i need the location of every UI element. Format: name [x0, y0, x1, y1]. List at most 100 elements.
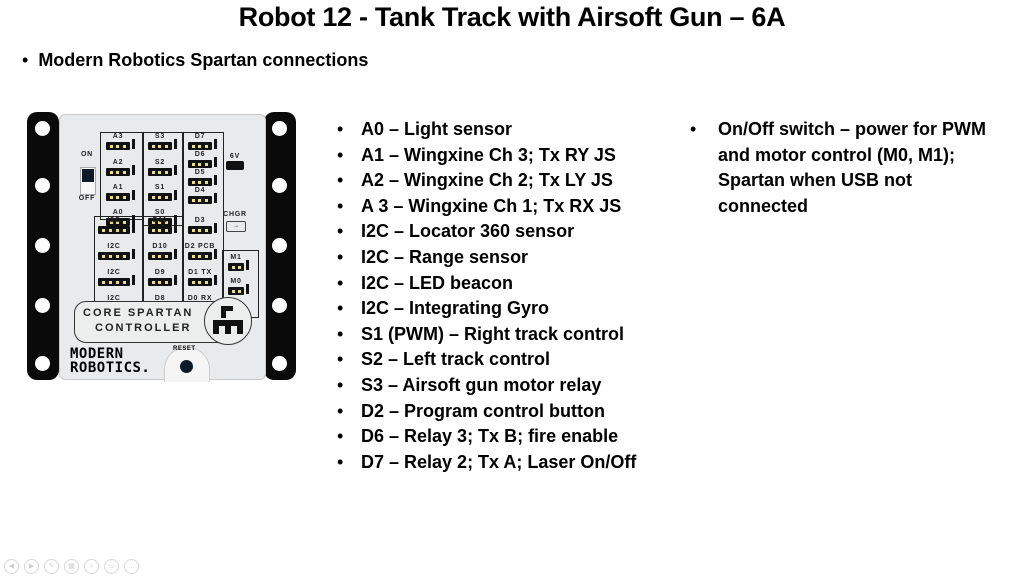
digital-low-port-label: D8: [154, 295, 166, 302]
bullet: •: [690, 119, 697, 139]
bullet: •: [337, 195, 344, 216]
i2c-port-label: I2C: [107, 295, 121, 302]
motor-port-label: M1: [230, 254, 242, 261]
bullet: •: [337, 400, 344, 421]
analog-port-header: [106, 139, 135, 150]
digital-port-label: D5: [194, 169, 206, 176]
connection-item-text: I2C – Locator 360 sensor: [361, 221, 575, 242]
analog-port-label: A0: [112, 209, 124, 216]
connection-item-text: D7 – Relay 2; Tx A; Laser On/Off: [361, 451, 637, 472]
pen-icon[interactable]: ✎: [44, 559, 59, 574]
analog-port-label: A1: [112, 184, 124, 191]
servo-port-label: S2: [154, 159, 166, 166]
subtitle-icon[interactable]: ▭: [104, 559, 119, 574]
connection-item-text: S3 – Airsoft gun motor relay: [361, 374, 602, 395]
servo-port-header: [148, 165, 177, 176]
analog-port-header: [106, 215, 135, 226]
connection-item: • D2 – Program control button: [337, 399, 636, 425]
servo-port-header: [148, 190, 177, 201]
analog-port-label: A3: [112, 133, 124, 140]
subtitle-text: Modern Robotics Spartan connections: [38, 50, 369, 70]
connection-item: • D7 – Relay 2; Tx A; Laser On/Off: [337, 450, 636, 476]
connection-item-text: S1 (PWM) – Right track control: [361, 323, 625, 344]
switch-on-label: ON: [80, 151, 94, 158]
digital-low-port-label: D11: [152, 217, 168, 224]
bullet: •: [337, 426, 344, 447]
connection-item: •I2C – Integrating Gyro: [337, 296, 636, 322]
connection-item-text: A0 – Light sensor: [361, 119, 513, 139]
connection-item: •A2 – Wingxine Ch 2; Tx LY JS: [337, 168, 636, 194]
i2c-port-header: [98, 275, 135, 286]
slide-subtitle: • Modern Robotics Spartan connections: [22, 50, 368, 71]
connection-item: • I2C – Locator 360 sensor: [337, 219, 636, 245]
note-item: • On/Off switch – power for PWM and motor…: [690, 117, 990, 219]
motor-port-label: M0: [230, 278, 242, 285]
charger-label: CHGR: [223, 211, 247, 218]
digital-low-port-header: [148, 275, 177, 286]
slide-title: Robot 12 - Tank Track with Airsoft Gun –…: [238, 2, 786, 32]
motor-port-header: [228, 284, 249, 295]
note-item-text: On/Off switch – power for PWM and motor …: [718, 119, 987, 216]
brand-line2: ROBOTICS.: [70, 360, 151, 376]
mr-logo-icon: [204, 297, 252, 345]
digital-port-header: [188, 175, 217, 186]
bullet: •: [337, 119, 344, 139]
servo-port-label: S1: [154, 184, 166, 191]
connection-item-text: S2 – Left track control: [361, 349, 551, 370]
prev-icon[interactable]: ◀: [4, 559, 19, 574]
zoom-icon[interactable]: ⌕: [84, 559, 99, 574]
servo-port-header: [148, 139, 177, 150]
analog-port-header: [106, 165, 135, 176]
more-icon[interactable]: …: [124, 559, 139, 574]
digital-port-label: D0 RX: [187, 295, 213, 302]
digital-port-label: D2 PCB: [184, 243, 216, 250]
connection-item-text: D6 – Relay 3; Tx B; fire enable: [361, 426, 619, 447]
bullet: •: [337, 144, 344, 165]
reset-label: RESET: [173, 346, 196, 352]
i2c-port-header: [98, 249, 135, 260]
slideshow-controls: ◀ ▶ ✎ ▦ ⌕ ▭ …: [4, 559, 139, 574]
digital-port-label: D6: [194, 151, 206, 158]
connection-item-text: D2 – Program control button: [361, 400, 606, 421]
power-switch: [80, 167, 96, 195]
digital-low-port-header: [148, 249, 177, 260]
motor-port-header: [228, 260, 249, 271]
digital-port-label: D7: [194, 133, 206, 140]
connection-item: •A1 – Wingxine Ch 3; Tx RY JS: [337, 143, 636, 169]
bullet: •: [337, 246, 344, 267]
digital-low-port-label: D10: [152, 243, 168, 250]
connection-item-text: A2 – Wingxine Ch 2; Tx LY JS: [361, 170, 613, 191]
i2c-port-label: I2C: [107, 269, 121, 276]
digital-port-header: [188, 193, 217, 204]
bullet: •: [22, 50, 29, 70]
servo-port-header: [148, 215, 177, 226]
digital-port-header: [188, 249, 217, 260]
digital-low-port-header: [148, 223, 177, 234]
6v-label: 6V: [229, 153, 241, 160]
brand-line1: MODERN: [70, 346, 124, 362]
left-mounting-strip: [27, 112, 59, 380]
bullet: •: [337, 349, 344, 370]
connection-item-text: I2C – Range sensor: [361, 246, 529, 267]
connection-item: • I2C – Range sensor: [337, 245, 636, 271]
switch-off-label: OFF: [78, 195, 96, 202]
charger-icon: →: [226, 221, 246, 232]
reset-button: [180, 360, 193, 373]
analog-port-label: A2: [112, 159, 124, 166]
battery-icon: [226, 161, 244, 170]
digital-port-header: [188, 223, 217, 234]
bullet: •: [337, 221, 344, 242]
next-icon[interactable]: ▶: [24, 559, 39, 574]
servo-port-label: S0: [154, 209, 166, 216]
slides-icon[interactable]: ▦: [64, 559, 79, 574]
servo-port-label: S3: [154, 133, 166, 140]
reset-area: RESET: [164, 346, 210, 382]
digital-port-label: D1 TX: [188, 269, 212, 276]
i2c-port-label: I2C: [107, 243, 121, 250]
digital-port-label: D4: [194, 187, 206, 194]
modern-robotics-brand: MODERN ROBOTICS.: [70, 347, 150, 375]
bullet: •: [337, 451, 344, 472]
connection-item: • A 3 – Wingxine Ch 1; Tx RX JS: [337, 194, 636, 220]
connection-item-text: A 3 – Wingxine Ch 1; Tx RX JS: [361, 195, 622, 216]
